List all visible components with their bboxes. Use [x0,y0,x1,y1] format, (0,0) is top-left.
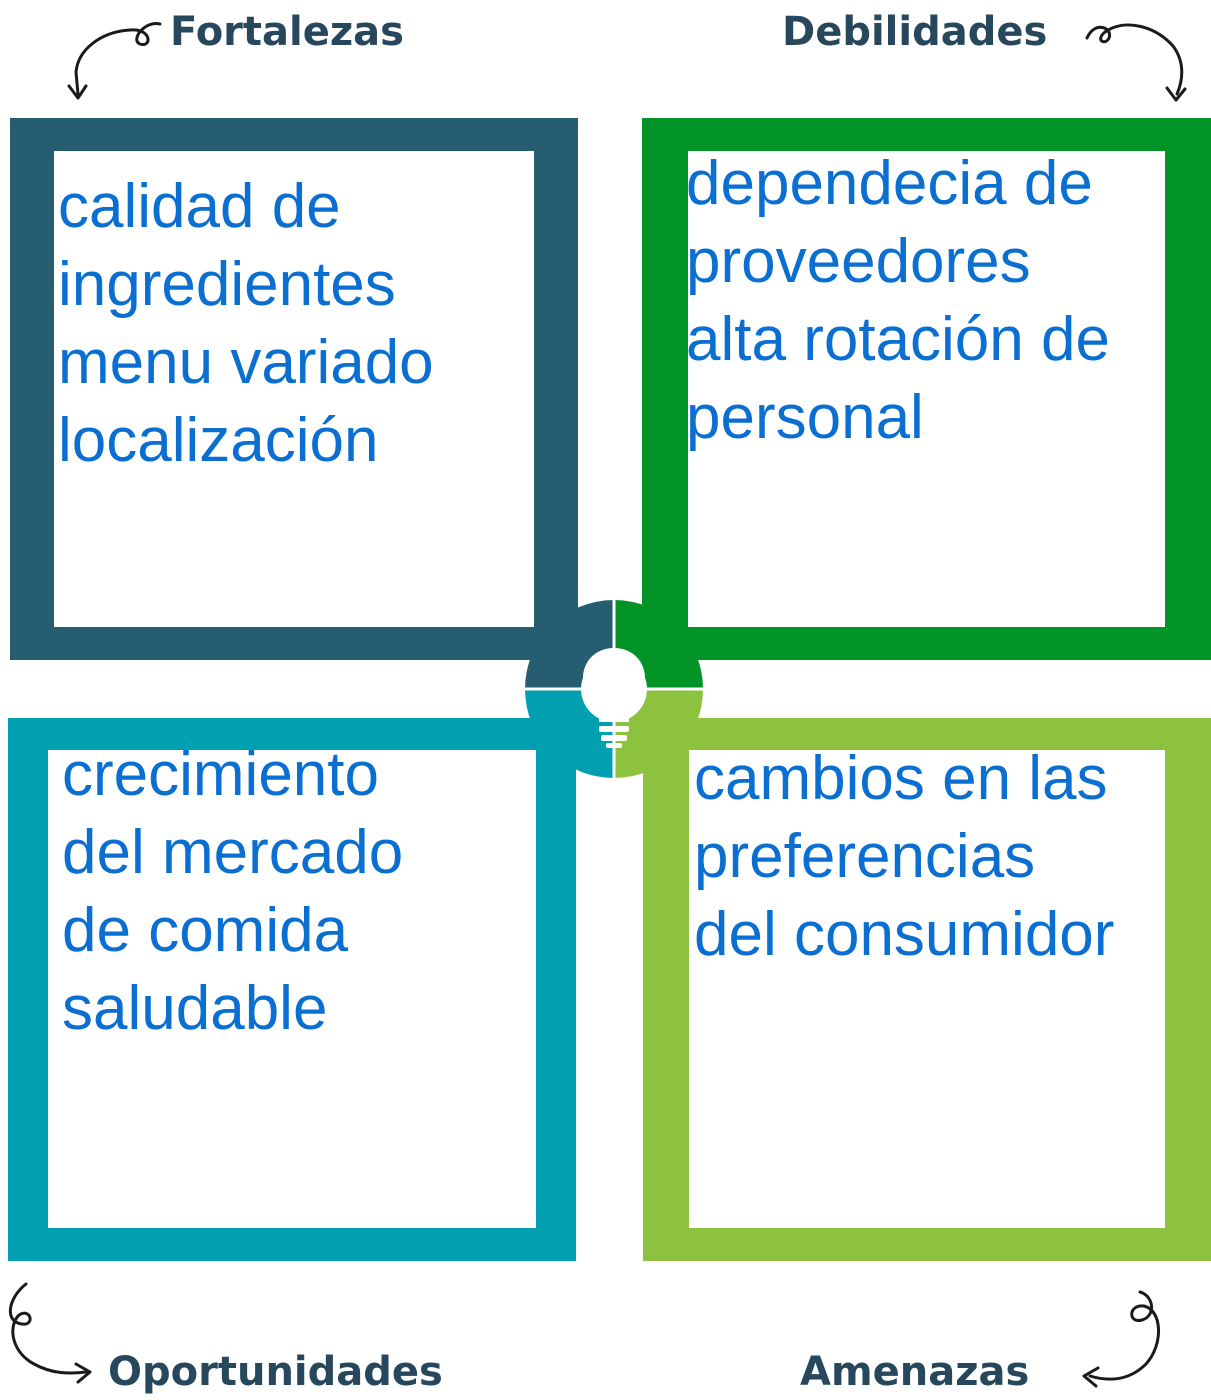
curly-arrow-icon-top-right [1085,23,1187,102]
threats-frame [643,718,1211,1261]
threats-text: cambios en las preferencias del consumid… [694,740,1114,974]
strengths-line: menu variado [58,328,434,397]
weaknesses-text: dependecia de proveedores alta rotación … [686,145,1110,457]
strengths-frame [10,118,578,660]
threats-line: cambios en las [694,744,1108,813]
weaknesses-line: alta rotación de [686,305,1110,374]
threats-line: preferencias [694,822,1036,891]
heading-strengths: Fortalezas [170,9,404,55]
strengths-line: calidad de [58,172,341,241]
lightbulb-icon [583,648,645,748]
heading-weaknesses: Debilidades [782,9,1048,55]
strengths-text: calidad de ingredientes menu variado loc… [58,168,434,480]
weaknesses-line: personal [686,383,924,452]
strengths-line: ingredientes [58,250,396,319]
opportunities-text: crecimiento del mercado de comida saluda… [62,736,403,1048]
heading-opportunities: Oportunidades [108,1349,443,1395]
weaknesses-line: dependecia de [686,149,1093,218]
weaknesses-frame [642,118,1211,660]
opportunities-line: crecimiento [62,740,379,809]
curly-arrow-icon-bottom-left [8,1282,92,1384]
opportunities-frame [8,718,576,1261]
threats-line: del consumidor [694,900,1115,969]
curly-arrow-icon-top-left [67,22,162,100]
opportunities-line: saludable [62,974,328,1043]
opportunities-line: de comida [62,896,349,965]
curly-arrow-icon-bottom-right [1082,1290,1160,1388]
heading-threats: Amenazas [800,1349,1030,1395]
opportunities-line: del mercado [62,818,404,887]
weaknesses-line: proveedores [686,227,1031,296]
strengths-line: localización [58,406,379,475]
